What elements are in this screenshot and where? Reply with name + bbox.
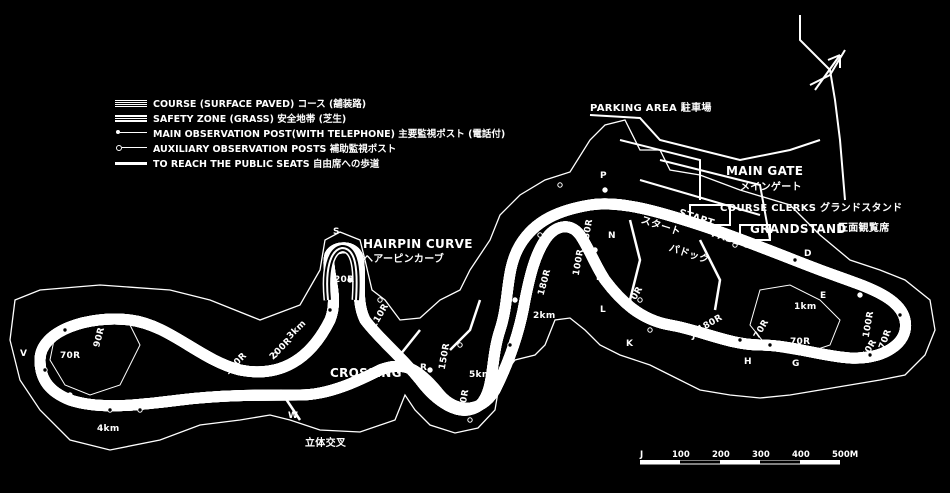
observation-post-icon	[592, 247, 598, 253]
observation-post-icon	[427, 367, 433, 373]
observation-post-icon	[457, 342, 463, 348]
main-gate-jp-label: メインゲート	[740, 182, 802, 193]
post-letter-v: V	[20, 349, 28, 359]
legend-text-walk: TO REACH THE PUBLIC SEATS 自由席への歩道	[153, 159, 380, 170]
scale-tick: 500M	[832, 450, 859, 460]
observation-post-icon	[62, 327, 68, 333]
observation-post-icon	[732, 242, 738, 248]
observation-post-icon	[637, 297, 643, 303]
observation-post-icon	[602, 187, 608, 193]
scale-tick: 300	[752, 450, 770, 460]
observation-post-icon	[327, 307, 333, 313]
legend-row-course: COURSE (SURFACE PAVED) コース (舗装路)	[115, 96, 366, 110]
observation-post-icon	[377, 297, 383, 303]
legend-text-course: COURSE (SURFACE PAVED) コース (舗装路)	[153, 99, 367, 110]
safety-zone-outline	[9, 119, 936, 451]
post-letter-e: E	[820, 291, 827, 301]
post-letter-d: D	[804, 249, 812, 259]
observation-post-icon	[897, 312, 903, 318]
observation-post-icon	[867, 352, 873, 358]
observation-post-icon	[202, 397, 208, 403]
observation-post-icon	[537, 232, 543, 238]
post-letter-n: N	[608, 231, 616, 241]
observation-post-icon	[347, 277, 353, 283]
km-mark-5: 5km	[469, 370, 492, 380]
observation-post-icon	[512, 297, 518, 303]
observation-post-icon	[107, 407, 113, 413]
course-line-icon	[115, 99, 147, 107]
legend-text-aux: AUXILIARY OBSERVATION POSTS 補助監視ポスト	[153, 144, 397, 155]
observation-post-icon	[857, 292, 863, 298]
km-mark-2: 2km	[533, 311, 556, 321]
observation-post-icon	[737, 337, 743, 343]
observation-post-icon	[647, 327, 653, 333]
post-letter-h: H	[744, 357, 752, 367]
legend-row-safety: SAFETY ZONE (GRASS) 安全地帯 (芝生)	[115, 111, 346, 125]
post-letter-s: S	[333, 227, 340, 237]
post-letter-k: K	[626, 339, 634, 349]
corner-70r-west: 70R	[60, 351, 81, 361]
observation-post-icon	[797, 347, 803, 353]
crossing-label: CROSSING	[330, 366, 402, 380]
post-letter-f: F	[820, 351, 827, 361]
observation-post-icon	[697, 327, 703, 333]
legend-row-aux: AUXILIARY OBSERVATION POSTS 補助監視ポスト	[115, 141, 396, 155]
safety-zone-icon	[115, 114, 147, 122]
scale-tick: 200	[712, 450, 730, 460]
km-mark-1: 1km	[794, 302, 817, 312]
post-letter-r: R	[420, 363, 428, 373]
observation-post-icon	[272, 352, 278, 358]
aux-post-icon	[115, 144, 147, 152]
post-letter-p: P	[600, 171, 607, 181]
observation-posts	[42, 182, 903, 423]
scale-bar: J 100 200 300 400 500M	[640, 450, 858, 474]
observation-post-icon	[767, 342, 773, 348]
legend-row-main: MAIN OBSERVATION POST(WITH TELEPHONE) 主要…	[115, 126, 505, 140]
grandstand-jp-label: 正面観覧席	[838, 223, 890, 234]
observation-post-icon	[792, 257, 798, 263]
scale-tick: J	[640, 450, 644, 460]
inner-grass-east	[749, 284, 841, 356]
hairpin-curve-label: HAIRPIN CURVE	[363, 237, 473, 251]
north-arrow-icon	[814, 54, 841, 91]
post-letter-g: G	[792, 359, 800, 369]
main-gate-label: MAIN GATE	[726, 164, 804, 178]
hairpin-loop	[322, 243, 362, 301]
observation-post-icon	[137, 407, 143, 413]
observation-post-icon	[467, 417, 473, 423]
observation-post-icon	[557, 182, 563, 188]
post-letter-j: J	[692, 331, 696, 341]
main-post-icon	[115, 129, 147, 137]
legend-text-safety: SAFETY ZONE (GRASS) 安全地帯 (芝生)	[153, 114, 347, 125]
parking-area-label: PARKING AREA 駐車場	[590, 103, 712, 114]
km-mark-4: 4km	[97, 424, 120, 434]
grandstand-label: GRANDSTAND	[750, 222, 847, 236]
observation-post-icon	[42, 367, 48, 373]
post-letter-w: W	[288, 411, 299, 421]
legend-text-main: MAIN OBSERVATION POST(WITH TELEPHONE) 主要…	[153, 129, 506, 140]
crossing-jp-label: 立体交叉	[305, 438, 347, 449]
post-letter-l: L	[600, 305, 607, 315]
observation-post-icon	[507, 342, 513, 348]
observation-post-icon	[67, 392, 73, 398]
observation-post-icon	[147, 322, 153, 328]
scale-tick: 100	[672, 450, 690, 460]
scale-tick: 400	[792, 450, 810, 460]
legend-row-walk: TO REACH THE PUBLIC SEATS 自由席への歩道	[115, 156, 379, 170]
course-clerks-label: COURSE CLERKS グランドスタンド	[720, 203, 903, 214]
walkway-icon	[115, 161, 147, 165]
post-letter-m: M	[596, 273, 606, 283]
walkways	[278, 219, 722, 421]
corner-70r-south: 70R	[790, 337, 811, 347]
hairpin-curve-jp-label: ヘアーピンカーブ	[363, 254, 445, 265]
corner-20r: 20R	[334, 275, 355, 285]
